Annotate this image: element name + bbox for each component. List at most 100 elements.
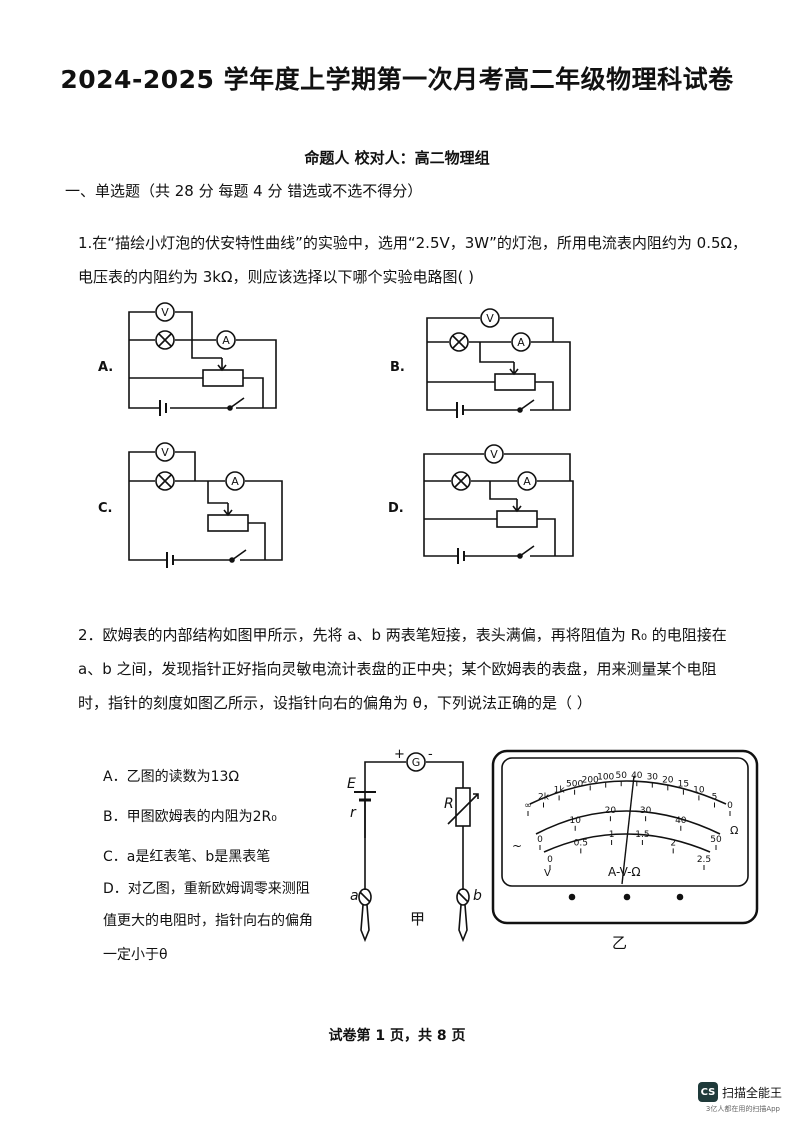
svg-text:V: V: [544, 868, 551, 879]
voltmeter-icon: [484, 444, 504, 464]
svg-text:A-V-Ω: A-V-Ω: [608, 865, 641, 879]
ohm-tick-label: 500: [566, 780, 583, 790]
ammeter-icon: [511, 332, 531, 352]
svg-text:B.: B.: [390, 360, 405, 375]
dc-tick-label: 0: [537, 835, 543, 845]
ac-tick-label: 1.5: [635, 830, 649, 840]
circuit-a-label: A.: [98, 360, 113, 375]
svg-text:E: E: [347, 776, 356, 792]
question-1: 1.在“描绘小灯泡的伏安特性曲线”的实验中，选用“2.5V，3W”的灯泡，所用电…: [78, 226, 758, 294]
svg-text:b: b: [473, 888, 482, 904]
voltmeter-icon: [155, 302, 175, 322]
dc-tick-label: 20: [605, 806, 617, 816]
option-d-line-1: D．对乙图，重新欧姆调零来测阻: [103, 881, 310, 897]
svg-text:~: ~: [512, 839, 522, 853]
galvanometer-icon: [406, 752, 426, 772]
svg-text:V: V: [161, 306, 169, 319]
ohm-tick-label: 30: [647, 773, 659, 783]
rheostat-icon: [496, 510, 538, 528]
svg-text:C.: C.: [98, 501, 112, 516]
ohm-tick-label: 50: [615, 771, 627, 781]
ac-tick-label: 2.5: [697, 855, 711, 865]
ohm-tick-label: 5: [712, 793, 718, 803]
circuit-d: D. V A: [388, 444, 574, 564]
svg-text:V: V: [161, 446, 169, 459]
scanner-brand: CS 扫描全能王: [697, 1082, 782, 1102]
option-c: C．a是红表笔、b是黑表笔: [103, 849, 271, 865]
question-2: 2．欧姆表的内部结构如图甲所示，先将 a、b 两表笔短接，表头满偏，再将阻值为 …: [78, 618, 768, 720]
rheostat-icon: [494, 373, 536, 391]
ohm-tick-label: 15: [678, 780, 689, 790]
ac-tick-label: 0: [547, 855, 553, 865]
dc-tick-label: 30: [640, 806, 652, 816]
ohm-tick-label: 20: [662, 775, 674, 785]
circuit-b: B. V A: [390, 308, 571, 418]
needle: [621, 775, 635, 885]
svg-text:V: V: [486, 312, 494, 325]
ohm-tick-label: 1k: [554, 785, 566, 795]
lamp-icon: [155, 330, 175, 350]
question-2-line-3: 时，指针的刻度如图乙所示，设指针向右的偏角为 θ，下列说法正确的是（ ）: [78, 694, 592, 712]
svg-text:+: +: [394, 747, 405, 762]
lamp-icon: [449, 332, 469, 352]
ac-scale: 0 0.5 1 1.5 2 2.5: [547, 830, 711, 870]
ac-tick-label: 1: [609, 830, 615, 840]
question-1-line-2: 电压表的内阻约为 3kΩ，则应该选择以下哪个实验电路图( ): [78, 268, 474, 286]
rheostat-icon: [207, 514, 249, 532]
question-2-line-2: a、b 之间，发现指针正好指向灵敏电流计表盘的正中央；某个欧姆表的表盘，用来测量…: [78, 660, 717, 678]
svg-text:乙: 乙: [612, 934, 627, 952]
svg-text:G: G: [412, 756, 421, 769]
variable-resistor-icon: [455, 787, 471, 827]
scanner-name: 扫描全能王: [721, 1085, 782, 1100]
dc-tick-label: 40: [675, 816, 687, 826]
svg-text:-: -: [428, 747, 433, 762]
dc-scale: 0 10 20 30 40 50: [537, 806, 722, 850]
scanner-tagline: 3亿人都在用的扫描App: [705, 1105, 780, 1113]
svg-text:A: A: [231, 475, 239, 488]
circuit-a: A. V A: [98, 302, 277, 416]
svg-text:甲: 甲: [410, 910, 425, 928]
svg-text:A: A: [523, 475, 531, 488]
probe-b-icon: [456, 888, 470, 906]
exam-title: 2024-2025 学年度上学期第一次月考高二年级物理科试卷: [60, 65, 734, 94]
probe-a-icon: [358, 888, 372, 906]
scanner-logo-icon: CS: [697, 1082, 718, 1102]
section-heading: 一、单选题（共 28 分 每题 4 分 错选或不选不得分）: [65, 182, 423, 200]
voltmeter-icon: [155, 442, 175, 462]
dc-tick-label: 10: [569, 816, 581, 826]
svg-text:r: r: [350, 805, 357, 821]
ohm-tick-label: 0: [727, 801, 733, 811]
svg-text:A: A: [222, 334, 230, 347]
svg-text:R: R: [444, 796, 454, 812]
question-1-line-1: 1.在“描绘小灯泡的伏安特性曲线”的实验中，选用“2.5V，3W”的灯泡，所用电…: [78, 234, 747, 252]
dc-tick-label: 50: [710, 835, 722, 845]
svg-text:D.: D.: [388, 501, 404, 516]
ammeter-icon: [517, 471, 537, 491]
ohm-tick-label: ∞: [524, 801, 532, 811]
ohm-tick-label: 40: [631, 771, 643, 781]
page-footer: 试卷第 1 页，共 8 页: [328, 1028, 466, 1044]
ammeter-icon: [225, 471, 245, 491]
svg-text:A: A: [517, 336, 525, 349]
ohm-tick-label: 2k: [538, 793, 550, 803]
question-2-line-1: 2．欧姆表的内部结构如图甲所示，先将 a、b 两表笔短接，表头满偏，再将阻值为 …: [78, 626, 727, 644]
option-a: A．乙图的读数为13Ω: [103, 769, 240, 785]
ac-tick-label: 0.5: [574, 838, 588, 848]
voltmeter-icon: [480, 308, 500, 328]
option-d-line-2: 值更大的电阻时，指针向右的偏角: [103, 913, 313, 929]
ammeter-icon: [216, 330, 236, 350]
svg-text:a: a: [350, 888, 359, 904]
figure-jia: + - G E r R a b 甲: [347, 747, 482, 943]
rheostat-icon: [202, 369, 244, 387]
svg-text:Ω: Ω: [730, 824, 738, 837]
circuit-c: C. V A: [98, 442, 283, 568]
ac-tick-label: 2: [670, 838, 676, 848]
ohm-tick-label: 200: [582, 775, 599, 785]
svg-text:V: V: [490, 448, 498, 461]
ohm-tick-label: 100: [597, 773, 614, 783]
authors-line: 命题人 校对人：高二物理组: [304, 149, 490, 167]
ohm-tick-label: 10: [693, 785, 705, 795]
